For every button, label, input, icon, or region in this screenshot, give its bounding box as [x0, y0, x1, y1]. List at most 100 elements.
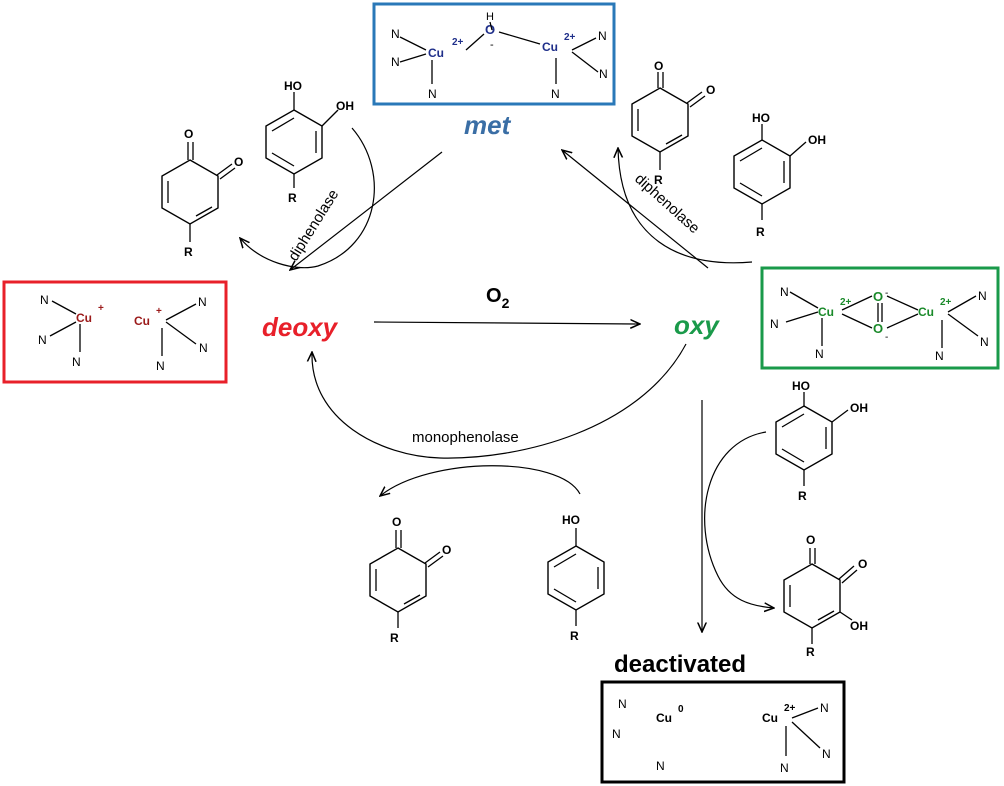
- oxy-o1: O: [873, 289, 883, 304]
- deoxy-cu2-charge: +: [156, 306, 162, 317]
- quinone-bottom: O O R: [369, 515, 451, 645]
- deactivated-n3: N: [656, 759, 665, 773]
- oxy-box: [760, 266, 1000, 370]
- phenol-bottom: HO R: [547, 513, 605, 643]
- catechol-top-left-r: R: [288, 191, 297, 205]
- hydroxyquinone-r: R: [806, 645, 815, 659]
- met-n3: N: [428, 87, 437, 101]
- deoxy-complex: Cu + Cu + N N N N N N: [2, 280, 228, 384]
- met-box: [372, 2, 616, 106]
- oxy-o2: O: [873, 321, 883, 336]
- arrow-diphenolase-right: [618, 148, 753, 264]
- deactivated-n6: N: [780, 761, 789, 775]
- deactivated-cu0-charge: 0: [678, 704, 684, 715]
- met-n2: N: [391, 55, 400, 69]
- deoxy-n2: N: [38, 333, 47, 347]
- phenol-bottom-r: R: [570, 629, 579, 643]
- reaction-o2-label: O2: [486, 285, 510, 311]
- state-met-label: met: [464, 110, 512, 140]
- met-complex: Cu 2+ Cu 2+ O H - N N N N N N: [372, 2, 616, 106]
- met-cu2: Cu: [542, 40, 558, 54]
- quinone-left-o2: O: [234, 155, 243, 169]
- catechol-deactivation-r: R: [798, 489, 807, 503]
- state-deoxy-label: deoxy: [262, 312, 339, 342]
- oxy-n3: N: [815, 347, 824, 361]
- oxy-o2-charge: -: [885, 332, 888, 343]
- arrow-oxy-to-deoxy-monophenolase: [312, 343, 687, 459]
- oxy-complex: Cu 2+ Cu 2+ O - O - N N N N N N: [760, 266, 1000, 370]
- reaction-diphenolase-right-label: diphenolase: [631, 170, 703, 237]
- deoxy-n6: N: [156, 359, 165, 373]
- arrow-oxy-to-met: [562, 150, 709, 269]
- deactivated-n4: N: [820, 701, 829, 715]
- deactivated-cu2: Cu: [762, 711, 778, 725]
- quinone-bottom-o1: O: [392, 515, 401, 529]
- quinone-bottom-r: R: [390, 631, 399, 645]
- oxy-n6: N: [935, 349, 944, 363]
- quinone-top-right: O O R: [631, 59, 715, 187]
- met-n5: N: [599, 67, 608, 81]
- oxy-cu2: Cu: [918, 305, 934, 319]
- hydroxyquinone: O O OH R: [783, 533, 868, 659]
- oxy-cu1-charge: 2+: [840, 297, 852, 308]
- met-bridge-o: O: [485, 22, 495, 37]
- oxy-o1-charge: -: [885, 288, 888, 299]
- deactivated-n1: N: [618, 697, 627, 711]
- deoxy-n4: N: [198, 295, 207, 309]
- hydroxyquinone-o1: O: [806, 533, 815, 547]
- quinone-top-right-r: R: [654, 173, 663, 187]
- reaction-monophenolase-label: monophenolase: [412, 429, 519, 446]
- phenol-bottom-ho: HO: [562, 513, 580, 527]
- catechol-deactivation-ho: HO: [792, 379, 810, 393]
- deoxy-cu2: Cu: [134, 314, 150, 328]
- quinone-left: O O R: [161, 127, 243, 259]
- met-cu1: Cu: [428, 46, 444, 60]
- arrow-deactivation-substrate: [704, 431, 774, 608]
- deactivated-box: [600, 680, 846, 784]
- met-cu2-charge: 2+: [564, 32, 576, 43]
- met-n1: N: [391, 27, 400, 41]
- catechol-right-ho: HO: [752, 111, 770, 125]
- met-cu1-charge: 2+: [452, 37, 464, 48]
- catechol-deactivation: HO OH R: [775, 379, 868, 503]
- met-n4: N: [598, 29, 607, 43]
- oxy-n2: N: [770, 317, 779, 331]
- oxy-n5: N: [980, 335, 989, 349]
- deoxy-n1: N: [40, 293, 49, 307]
- quinone-top-right-o2: O: [706, 83, 715, 97]
- arrow-deoxy-to-oxy: [373, 322, 640, 324]
- deoxy-box: [2, 280, 228, 384]
- deoxy-n3: N: [72, 355, 81, 369]
- deactivated-cu0: Cu: [656, 711, 672, 725]
- deoxy-cu1-charge: +: [98, 303, 104, 314]
- deoxy-n5: N: [199, 341, 208, 355]
- quinone-left-o1: O: [184, 127, 193, 141]
- state-oxy-label: oxy: [674, 310, 720, 340]
- catechol-top-left-ho: HO: [284, 79, 302, 93]
- catechol-top-left-oh: OH: [336, 99, 354, 113]
- hydroxyquinone-oh: OH: [850, 619, 868, 633]
- catechol-right: HO OH R: [733, 111, 826, 239]
- oxy-cu1: Cu: [818, 305, 834, 319]
- quinone-bottom-o2: O: [442, 543, 451, 557]
- deactivated-n5: N: [822, 747, 831, 761]
- arrow-monophenolase-substrate: [380, 465, 581, 496]
- catechol-right-oh: OH: [808, 133, 826, 147]
- quinone-left-r: R: [184, 245, 193, 259]
- quinone-top-right-o1: O: [654, 59, 663, 73]
- catechol-deactivation-oh: OH: [850, 401, 868, 415]
- arrow-diphenolase-left: [240, 127, 375, 269]
- catechol-top-left: HO OH R: [265, 79, 354, 205]
- catechol-right-r: R: [756, 225, 765, 239]
- met-bridge-h: H: [486, 11, 494, 23]
- arrow-met-to-deoxy: [290, 151, 443, 270]
- oxy-n4: N: [978, 289, 987, 303]
- met-n6: N: [551, 87, 560, 101]
- deactivated-n2: N: [612, 727, 621, 741]
- deactivated-cu2-charge: 2+: [784, 703, 796, 714]
- oxy-n1: N: [780, 285, 789, 299]
- met-bridge-charge: -: [490, 39, 494, 51]
- deoxy-cu1: Cu: [76, 311, 92, 325]
